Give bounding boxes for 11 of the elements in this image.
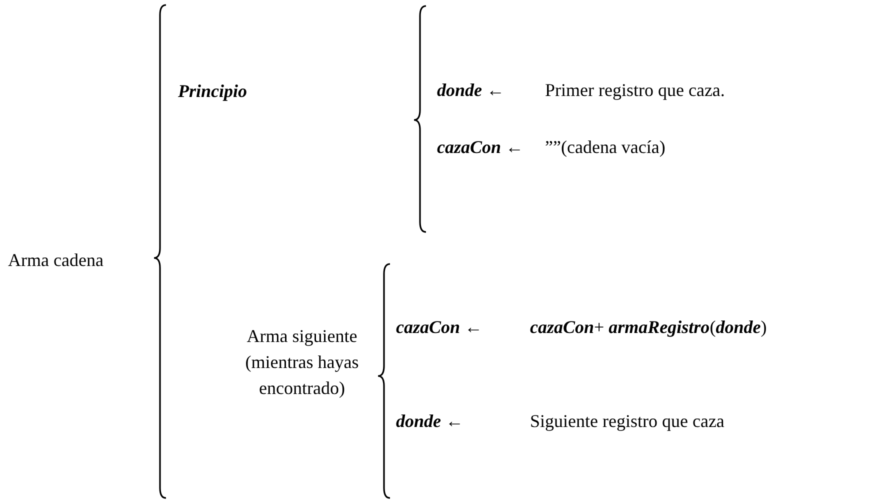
text-label: donde ← — [396, 410, 464, 433]
text-label: cazaCon+ armaRegistro(donde) — [530, 316, 767, 339]
text-label: cazaCon ← — [437, 136, 524, 159]
text-label: donde ← — [437, 79, 504, 102]
text-label: Primer registro que caza. — [545, 79, 725, 102]
text-label: Siguiente registro que caza — [530, 410, 724, 433]
text-label: Arma cadena — [8, 249, 104, 272]
section-heading: Principio — [178, 80, 248, 103]
text-label: Arma siguiente (mientras hayas encontrado) — [244, 325, 360, 400]
text-label: cazaCon ← — [396, 316, 483, 339]
text-label: ””(cadena vacía) — [545, 136, 666, 159]
